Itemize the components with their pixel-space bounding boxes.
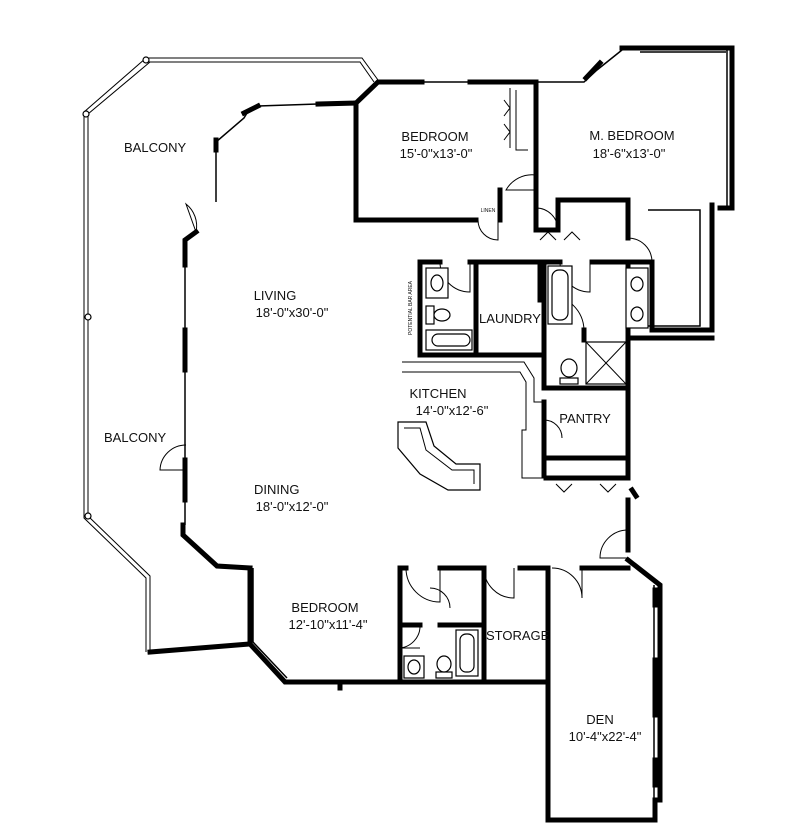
interior-walls — [397, 259, 663, 823]
window-marks — [337, 486, 658, 788]
exterior-walls — [147, 45, 735, 823]
balcony-label-mid: BALCONY — [104, 430, 167, 445]
linen-label: LINEN — [480, 208, 496, 214]
bath-fixtures — [403, 265, 649, 679]
den-dims: 10'-4"x22'-4" — [568, 729, 642, 744]
living-dims: 18'-0"x30'-0" — [255, 305, 329, 320]
pantry-label: PANTRY — [559, 411, 611, 426]
bedroom-2-name: BEDROOM — [291, 600, 359, 615]
bedroom-1-name: BEDROOM — [401, 129, 469, 144]
storage-label: STORAGE — [486, 628, 550, 643]
kitchen-counters — [397, 361, 546, 491]
dining-name: DINING — [254, 482, 300, 497]
master-bedroom-name: M. BEDROOM — [589, 128, 675, 143]
balcony-railing — [82, 56, 379, 652]
closet-doors — [503, 88, 617, 493]
living-name: LIVING — [253, 288, 297, 303]
bedroom-1-dims: 15'-0"x13'-0" — [399, 146, 473, 161]
bar-area-label: POTENTIAL BAR AREA — [408, 281, 414, 335]
kitchen-dims: 14'-0"x12'-6" — [415, 403, 489, 418]
laundry-label: LAUNDRY — [479, 311, 541, 326]
master-bedroom-dims: 18'-6"x13'-0" — [592, 146, 666, 161]
den-name: DEN — [586, 712, 614, 727]
dining-dims: 18'-0"x12'-0" — [255, 499, 329, 514]
kitchen-name: KITCHEN — [409, 386, 467, 401]
bedroom-2-dims: 12'-10"x11'-4" — [288, 617, 368, 632]
balcony-label-top: BALCONY — [124, 140, 187, 155]
